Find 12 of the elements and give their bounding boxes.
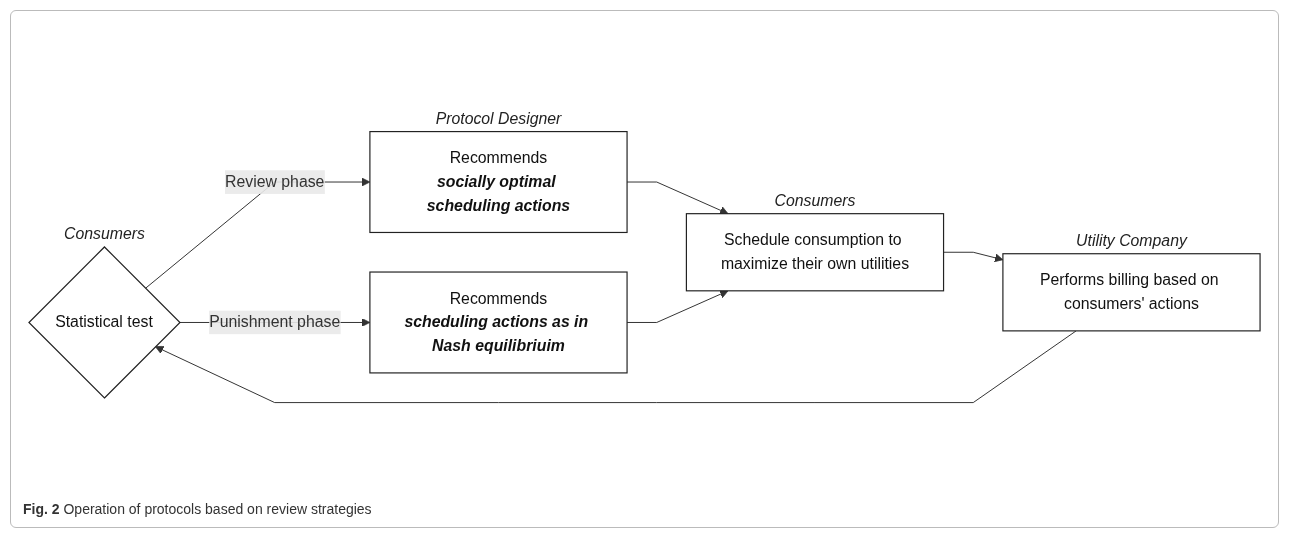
role-label: Utility Company — [1076, 231, 1187, 249]
role-label: Consumers — [774, 191, 856, 209]
edge-label: Review phase — [224, 172, 325, 190]
node-box: Schedule consumption to maximize their own utilities — [685, 212, 945, 292]
node-box: Recommends scheduling actions as in Nash equilibriuim — [369, 271, 628, 374]
node-box: Performs billing based on consumers' actions — [1002, 252, 1261, 332]
role-label: Protocol Designer — [435, 109, 562, 127]
node-box: Recommends socially optimal scheduling actions — [369, 130, 628, 233]
role-label: Consumers — [64, 224, 145, 242]
figure-caption: Fig. 2 Operation of protocols based on review strategies — [23, 501, 372, 517]
node-diamond: Statistical test — [28, 245, 181, 399]
edge-label: Punishment phase — [209, 313, 341, 331]
